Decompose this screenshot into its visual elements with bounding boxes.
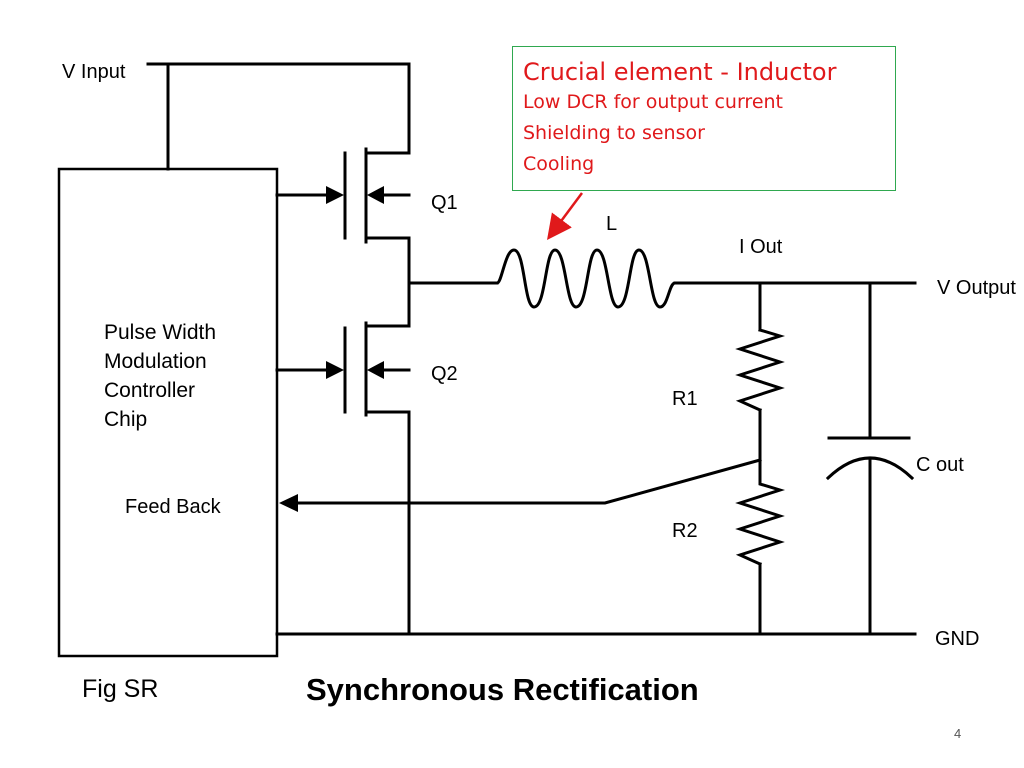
i-out-label: I Out bbox=[739, 236, 783, 258]
v-output-label: V Output bbox=[937, 277, 1016, 299]
q2-body-arrow bbox=[367, 361, 384, 379]
r1-label: R1 bbox=[672, 388, 698, 410]
r2-resistor bbox=[735, 474, 786, 566]
controller-line: Pulse Width bbox=[104, 321, 217, 344]
callout-item: Low DCR for output current bbox=[523, 91, 784, 113]
feedback-arrow bbox=[279, 494, 298, 512]
c-out-label: C out bbox=[916, 454, 964, 476]
inductor-label: L bbox=[606, 213, 618, 235]
controller-chip-label: Pulse Width Modulation Controller Chip bbox=[104, 318, 216, 434]
q2-label: Q2 bbox=[431, 363, 458, 385]
callout-item: Cooling bbox=[523, 153, 595, 175]
callout-pointer-arrow bbox=[547, 192, 584, 241]
r2-label: R2 bbox=[672, 520, 698, 542]
inductor-callout-box: Crucial element - Inductor Low DCR for o… bbox=[512, 46, 896, 191]
gnd-label: GND bbox=[935, 628, 980, 650]
v-input-label: V Input bbox=[62, 61, 126, 83]
r1-resistor bbox=[735, 328, 786, 412]
q1-gate-arrow bbox=[326, 186, 344, 204]
callout-title: Crucial element - Inductor bbox=[523, 58, 837, 86]
feedback-wire bbox=[294, 458, 762, 505]
inductor-coil bbox=[495, 248, 677, 309]
q1-label: Q1 bbox=[431, 192, 458, 214]
figure-caption: Fig SR bbox=[82, 675, 159, 703]
callout-item: Shielding to sensor bbox=[523, 122, 705, 144]
v-input-wire bbox=[146, 62, 411, 155]
q2-gate-arrow bbox=[326, 361, 344, 379]
q1-drain-wire bbox=[364, 236, 411, 328]
controller-line: Controller bbox=[104, 379, 196, 402]
controller-line: Chip bbox=[104, 408, 148, 431]
q1-body-arrow bbox=[367, 186, 384, 204]
q2-source-wire bbox=[364, 410, 411, 636]
feedback-label: Feed Back bbox=[125, 496, 221, 518]
slide-title: Synchronous Rectification bbox=[306, 672, 699, 707]
controller-line: Modulation bbox=[104, 350, 207, 373]
page-number: 4 bbox=[954, 726, 962, 741]
